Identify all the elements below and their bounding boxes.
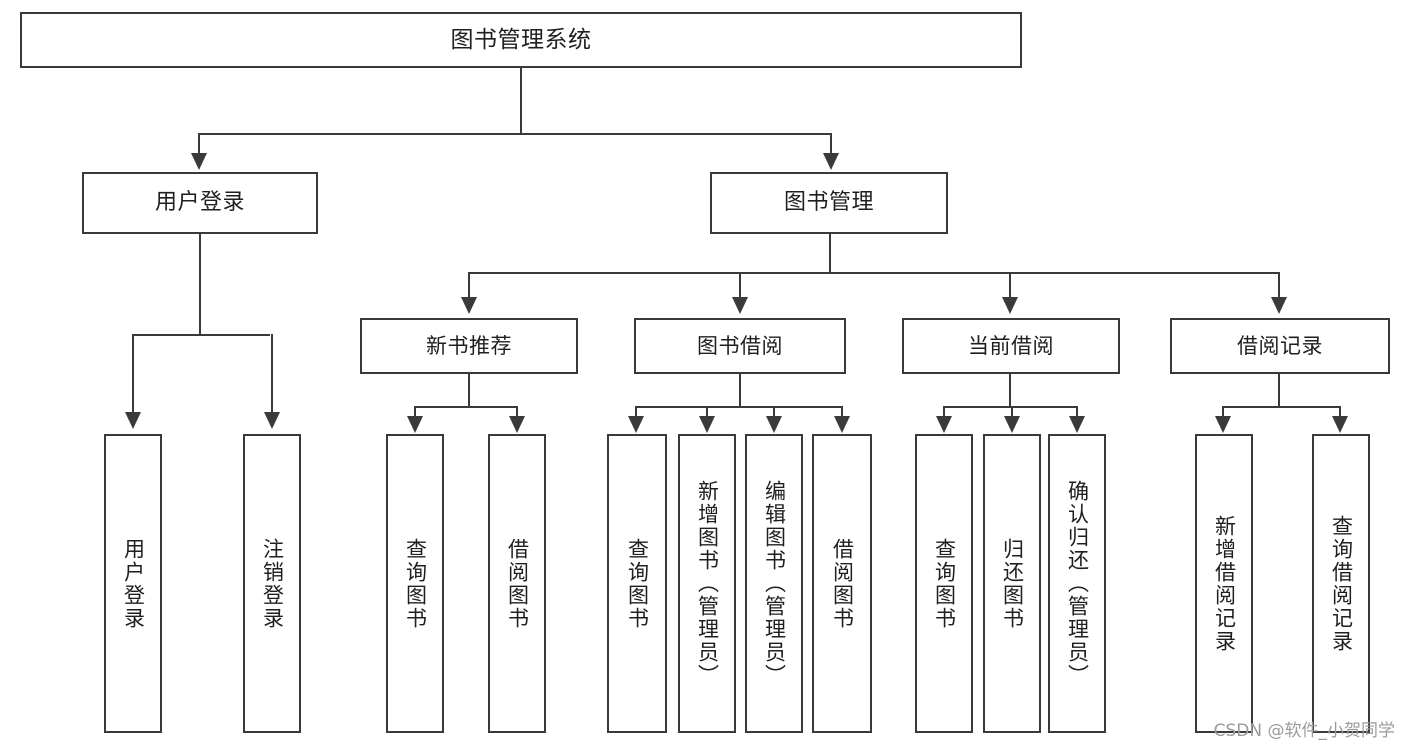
node-new-book-recommend[interactable]: 新书推荐 xyxy=(360,318,578,374)
arrowhead-to-user-login xyxy=(191,153,207,170)
connector-user-login-stem xyxy=(199,234,201,336)
leaf-return-book[interactable]: 归还图书 xyxy=(983,434,1041,733)
node-label: 借阅图书 xyxy=(505,537,530,630)
node-label: 新增图书（管理员） xyxy=(695,480,720,687)
leaf-user-login[interactable]: 用户登录 xyxy=(104,434,162,733)
connector-to-leaf-edit-book xyxy=(773,406,775,420)
leaf-borrow-book-recommend[interactable]: 借阅图书 xyxy=(488,434,546,733)
leaf-add-book-admin[interactable]: 新增图书（管理员） xyxy=(678,434,736,733)
leaf-query-book-recommend[interactable]: 查询图书 xyxy=(386,434,444,733)
connector-to-leaf-query-book-c xyxy=(943,406,945,420)
node-current-borrow[interactable]: 当前借阅 xyxy=(902,318,1120,374)
connector-to-user-login xyxy=(198,133,200,157)
connector-to-new-book-recommend xyxy=(468,272,470,300)
leaf-edit-book-admin[interactable]: 编辑图书（管理员） xyxy=(745,434,803,733)
leaf-borrow-book[interactable]: 借阅图书 xyxy=(812,434,872,733)
connector-to-leaf-query-book-b xyxy=(635,406,637,420)
connector-to-leaf-confirm-return xyxy=(1076,406,1078,420)
node-label: 查询图书 xyxy=(932,537,957,630)
connector-to-leaf-borrow-book-a xyxy=(516,406,518,420)
arrowhead-to-leaf-add-record xyxy=(1215,416,1231,433)
connector-to-leaf-borrow-book-b xyxy=(841,406,843,420)
arrowhead-to-leaf-query-book-b xyxy=(628,416,644,433)
node-label: 用户登录 xyxy=(121,537,146,630)
connector-book-borrow-bar xyxy=(635,406,843,408)
connector-to-leaf-add-book xyxy=(706,406,708,420)
arrowhead-to-leaf-borrow-book-b xyxy=(834,416,850,433)
node-label: 编辑图书（管理员） xyxy=(762,480,787,687)
node-label: 借阅记录 xyxy=(1237,333,1323,358)
arrowhead-to-leaf-return-book xyxy=(1004,416,1020,433)
connector-book-borrow-stem xyxy=(739,374,741,408)
leaf-confirm-return-admin[interactable]: 确认归还（管理员） xyxy=(1048,434,1106,733)
leaf-query-borrow-record[interactable]: 查询借阅记录 xyxy=(1312,434,1370,733)
connector-to-leaf-add-record xyxy=(1222,406,1224,420)
connector-to-current-borrow xyxy=(1009,272,1011,300)
node-label: 图书管理系统 xyxy=(450,26,592,53)
arrowhead-to-new-book-recommend xyxy=(461,297,477,314)
arrowhead-to-leaf-user-login xyxy=(125,412,141,429)
connector-to-leaf-query-book-a xyxy=(414,406,416,420)
arrowhead-to-book-borrow xyxy=(732,297,748,314)
arrowhead-to-leaf-confirm-return xyxy=(1069,416,1085,433)
node-label: 查询图书 xyxy=(625,537,650,630)
leaf-query-book-borrow[interactable]: 查询图书 xyxy=(607,434,667,733)
arrowhead-to-borrow-record xyxy=(1271,297,1287,314)
node-label: 归还图书 xyxy=(1000,537,1025,630)
node-label: 用户登录 xyxy=(154,190,245,216)
node-label: 新增借阅记录 xyxy=(1212,514,1237,653)
node-book-management[interactable]: 图书管理 xyxy=(710,172,948,234)
connector-borrow-record-stem xyxy=(1278,374,1280,408)
connector-current-borrow-bar xyxy=(943,406,1077,408)
node-label: 图书管理 xyxy=(783,190,874,216)
node-label: 图书借阅 xyxy=(697,333,783,358)
connector-to-book-manage xyxy=(830,133,832,157)
node-label: 注销登录 xyxy=(260,537,285,630)
connector-root-stem xyxy=(520,68,522,134)
connector-to-borrow-record xyxy=(1278,272,1280,300)
node-book-borrow[interactable]: 图书借阅 xyxy=(634,318,846,374)
arrowhead-to-leaf-query-book-c xyxy=(936,416,952,433)
node-book-management-system[interactable]: 图书管理系统 xyxy=(20,12,1022,68)
leaf-logout-login[interactable]: 注销登录 xyxy=(243,434,301,733)
node-borrow-record[interactable]: 借阅记录 xyxy=(1170,318,1390,374)
node-user-login[interactable]: 用户登录 xyxy=(82,172,318,234)
arrowhead-to-leaf-query-record xyxy=(1332,416,1348,433)
connector-new-book-recommend-bar xyxy=(414,406,518,408)
connector-level1-bar xyxy=(198,133,832,135)
connector-to-leaf-logout-login xyxy=(271,334,273,416)
connector-current-borrow-stem xyxy=(1009,374,1011,408)
arrowhead-to-book-manage xyxy=(823,153,839,170)
arrowhead-to-leaf-query-book-a xyxy=(407,416,423,433)
arrowhead-to-leaf-borrow-book-a xyxy=(509,416,525,433)
leaf-query-book-current[interactable]: 查询图书 xyxy=(915,434,973,733)
leaf-add-borrow-record[interactable]: 新增借阅记录 xyxy=(1195,434,1253,733)
connector-to-leaf-user-login xyxy=(132,334,134,416)
arrowhead-to-leaf-edit-book xyxy=(766,416,782,433)
node-label: 借阅图书 xyxy=(830,537,855,630)
connector-user-login-bar xyxy=(132,334,270,336)
connector-to-book-borrow xyxy=(739,272,741,300)
arrowhead-to-leaf-logout-login xyxy=(264,412,280,429)
arrowhead-to-current-borrow xyxy=(1002,297,1018,314)
connector-new-book-recommend-stem xyxy=(468,374,470,408)
node-label: 新书推荐 xyxy=(426,333,512,358)
connector-book-manage-stem xyxy=(829,234,831,274)
connector-borrow-record-bar xyxy=(1222,406,1340,408)
connector-level2-bar xyxy=(468,272,1280,274)
connector-to-leaf-return-book xyxy=(1011,406,1013,420)
node-label: 查询图书 xyxy=(403,537,428,630)
connector-to-leaf-query-record xyxy=(1339,406,1341,420)
node-label: 确认归还（管理员） xyxy=(1065,480,1090,687)
arrowhead-to-leaf-add-book xyxy=(699,416,715,433)
node-label: 当前借阅 xyxy=(968,333,1054,358)
node-label: 查询借阅记录 xyxy=(1329,514,1354,653)
